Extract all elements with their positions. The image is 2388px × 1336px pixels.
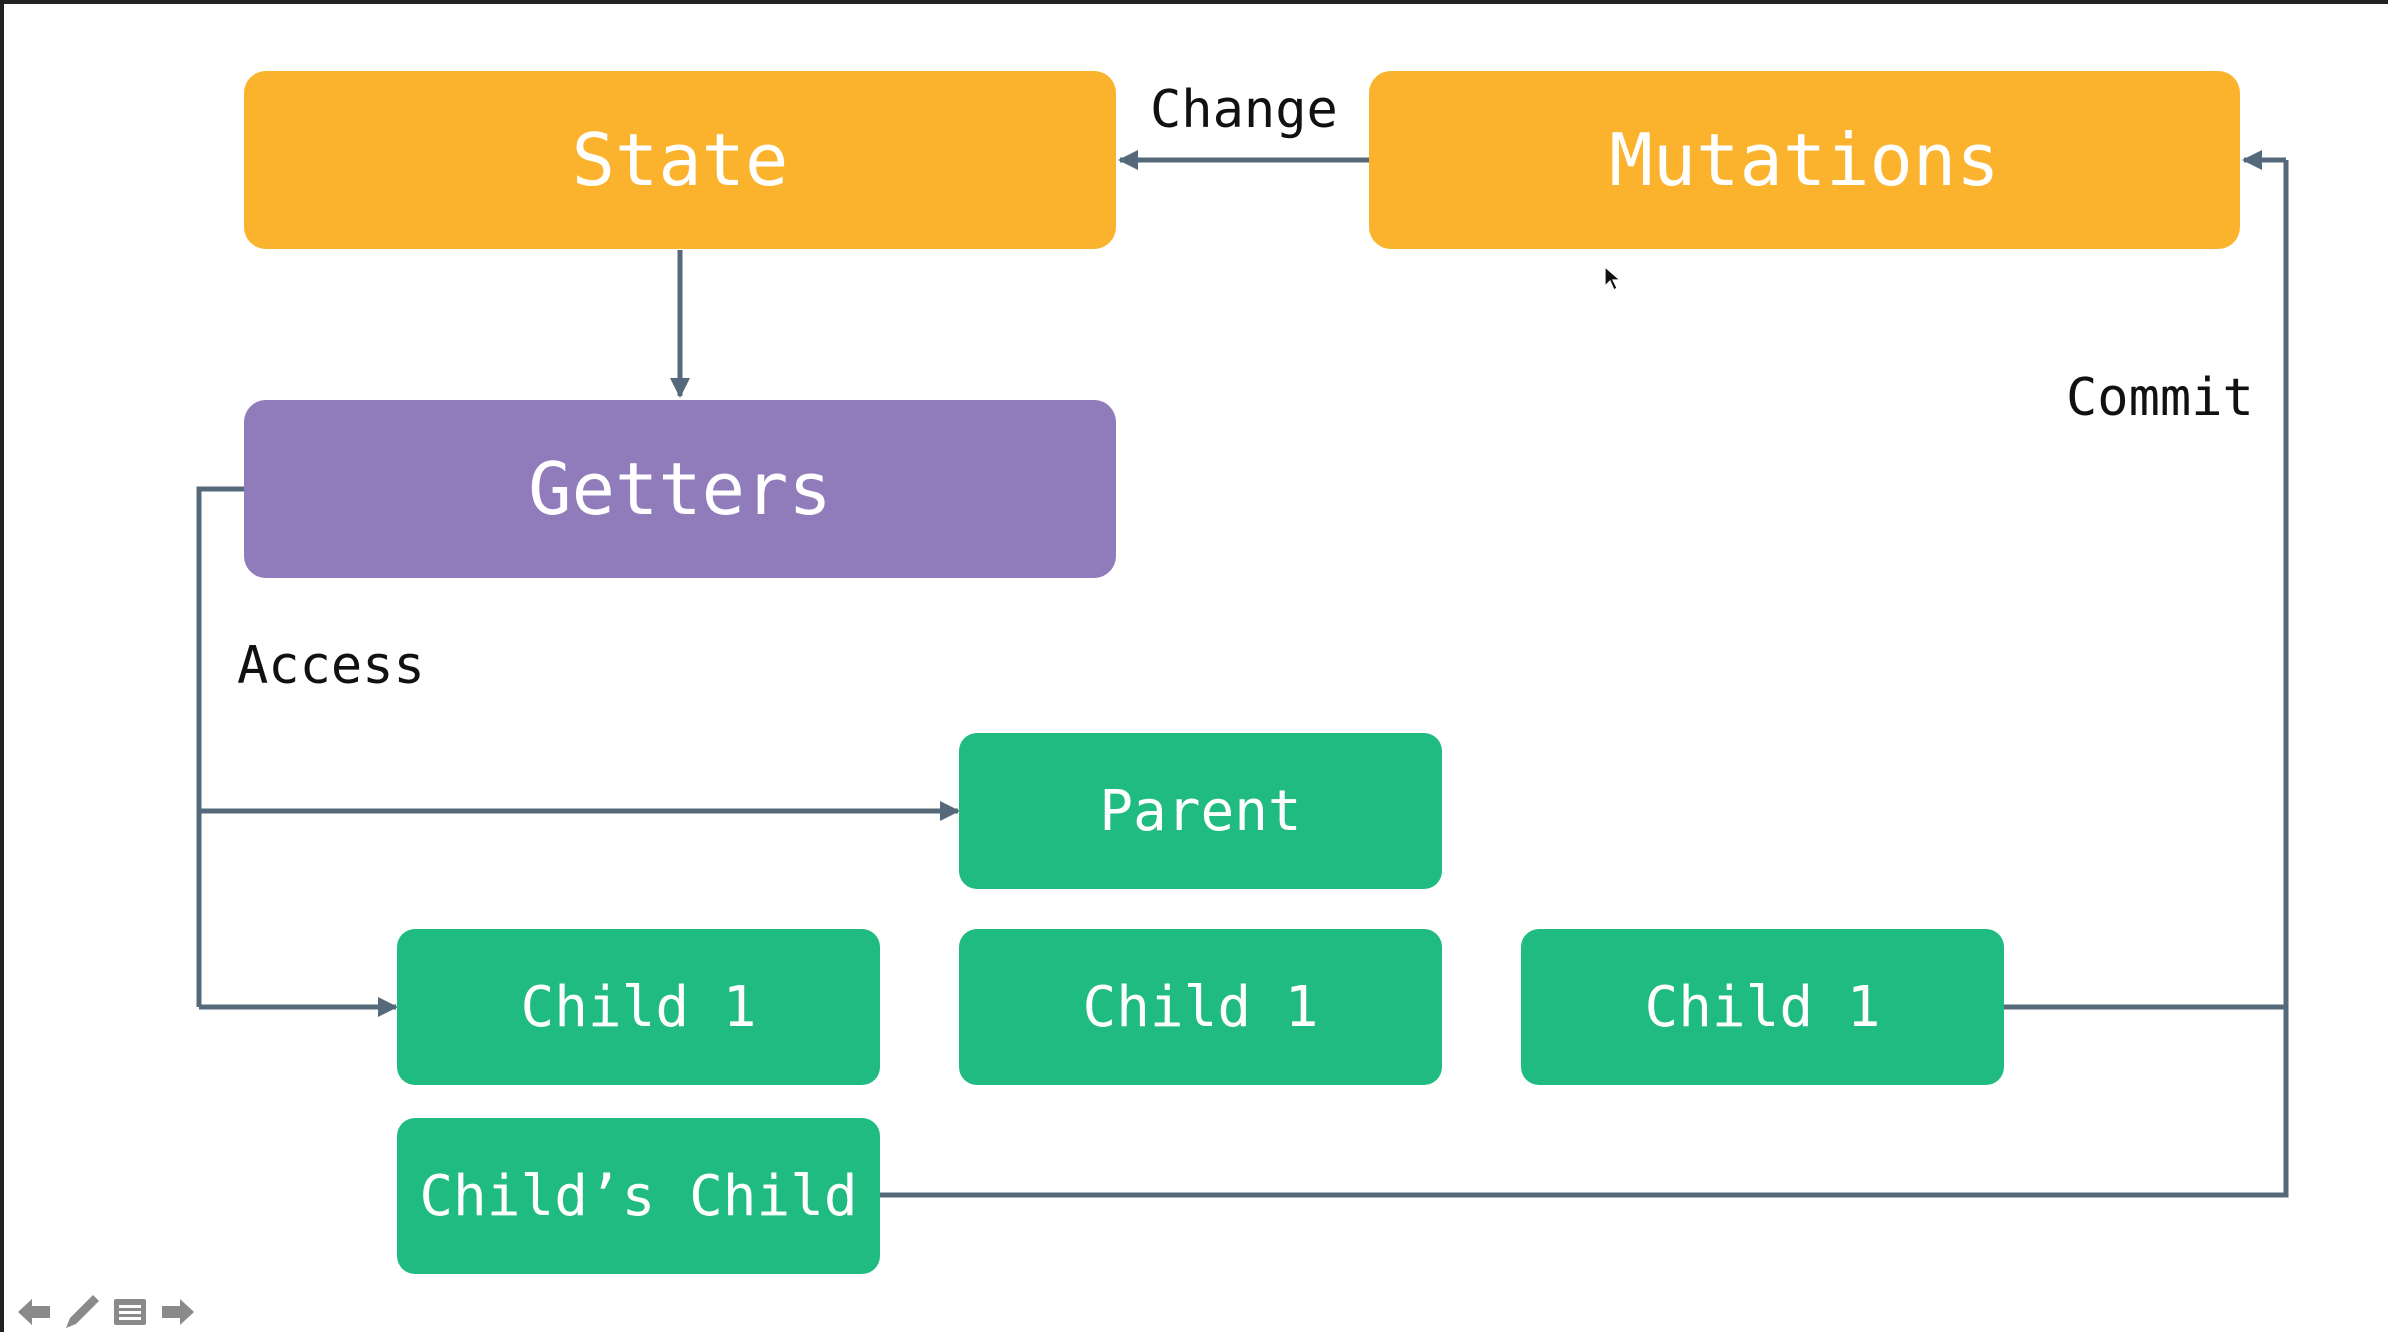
child-1-left-node: Child 1 xyxy=(397,929,880,1085)
slide-menu-button[interactable] xyxy=(108,1290,152,1334)
previous-slide-button[interactable] xyxy=(12,1290,56,1334)
arrow-right-icon xyxy=(162,1299,194,1325)
connector-lines xyxy=(196,150,2289,1198)
mouse-cursor-icon xyxy=(1604,266,1622,291)
presentation-toolbar xyxy=(12,1290,200,1334)
change-label: Change xyxy=(1150,80,1338,140)
access-label: Access xyxy=(237,636,425,696)
access-trunk xyxy=(196,486,244,1007)
pen-tool-button[interactable] xyxy=(60,1290,104,1334)
parent-node: Parent xyxy=(959,733,1442,889)
commit-label: Commit xyxy=(2066,368,2254,428)
pencil-icon xyxy=(66,1295,99,1328)
child-1-right-node: Child 1 xyxy=(1521,929,2004,1085)
arrow-left-icon xyxy=(18,1299,50,1325)
child-1-middle-node: Child 1 xyxy=(959,929,1442,1085)
getters-node: Getters xyxy=(244,400,1116,578)
childs-child-node: Child’s Child xyxy=(397,1118,880,1274)
mutations-node: Mutations xyxy=(1369,71,2240,249)
state-node: State xyxy=(244,71,1116,249)
commit-from-childs-child-line xyxy=(880,160,2289,1198)
menu-icon xyxy=(114,1299,146,1325)
next-slide-button[interactable] xyxy=(156,1290,200,1334)
